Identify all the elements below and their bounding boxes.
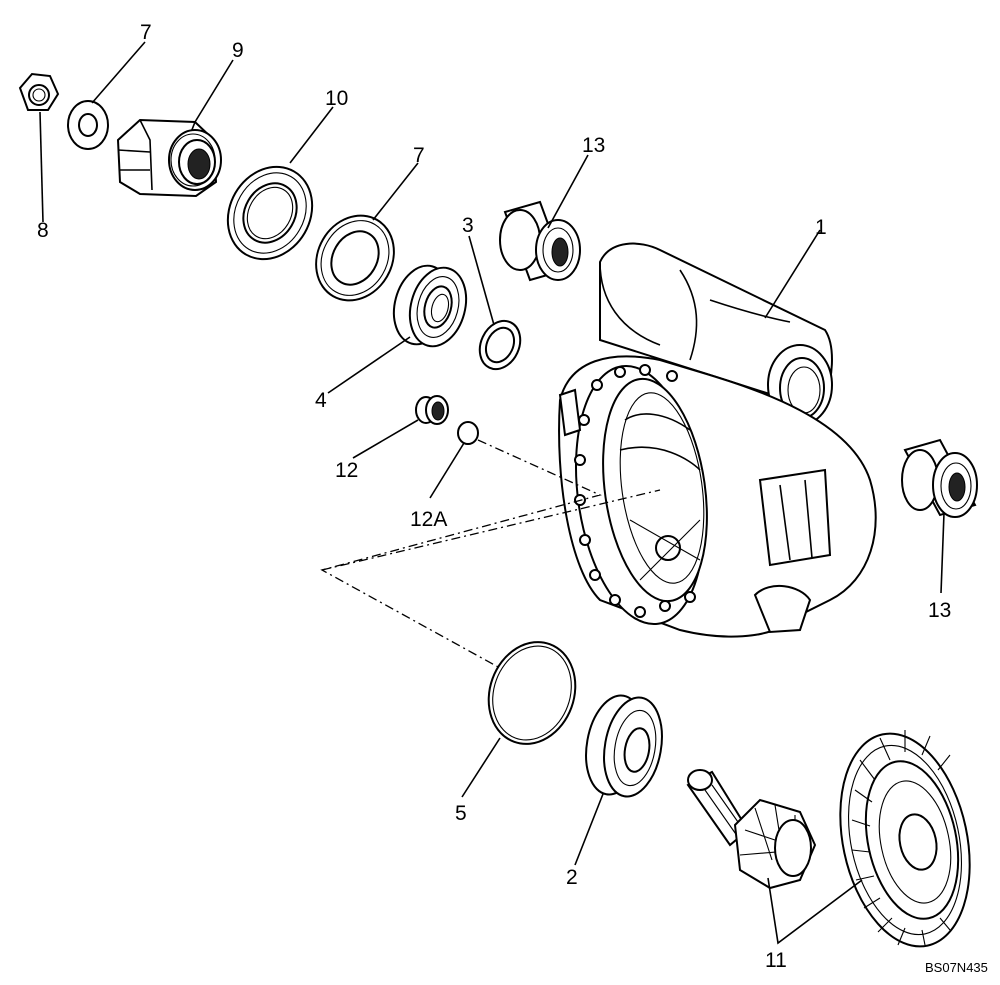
callout-13-top: 13 (582, 134, 606, 157)
bushing-part-13-top (499, 200, 581, 282)
drawing-code: BS07N435 (925, 960, 988, 975)
pinion-gear-part-11 (686, 769, 817, 890)
callout-9: 9 (232, 39, 244, 62)
axle-housing-part-1 (558, 242, 877, 638)
seal-part-10 (226, 165, 314, 261)
callout-2: 2 (566, 866, 578, 889)
seal-part-7-middle (315, 214, 395, 302)
callout-8: 8 (37, 219, 49, 242)
callout-4: 4 (315, 389, 327, 412)
callout-13-right: 13 (928, 599, 952, 622)
leader-lines (39, 41, 945, 945)
callout-10: 10 (325, 87, 349, 110)
bearing-part-2 (585, 694, 663, 798)
callout-7-left: 7 (140, 21, 152, 44)
bushing-part-13-right (901, 438, 978, 518)
callout-5: 5 (455, 802, 467, 825)
bearing-part-4 (392, 264, 468, 348)
ring-gear-part-11 (839, 730, 971, 948)
callout-3: 3 (462, 214, 474, 237)
o-ring-part-12a (457, 421, 479, 445)
bushing-part-12 (415, 395, 449, 425)
washer-part-7-left (67, 100, 109, 150)
yoke-part-9 (116, 118, 222, 198)
o-ring-part-5 (487, 641, 577, 745)
callout-12: 12 (335, 459, 359, 482)
assembly-dashed-lines (320, 439, 661, 669)
callout-1: 1 (815, 216, 827, 239)
ring-part-3 (478, 319, 522, 371)
callout-7-middle: 7 (413, 144, 425, 167)
callout-12a: 12A (410, 508, 448, 531)
hex-nut-part-8 (18, 72, 60, 111)
callout-11: 11 (765, 949, 787, 972)
